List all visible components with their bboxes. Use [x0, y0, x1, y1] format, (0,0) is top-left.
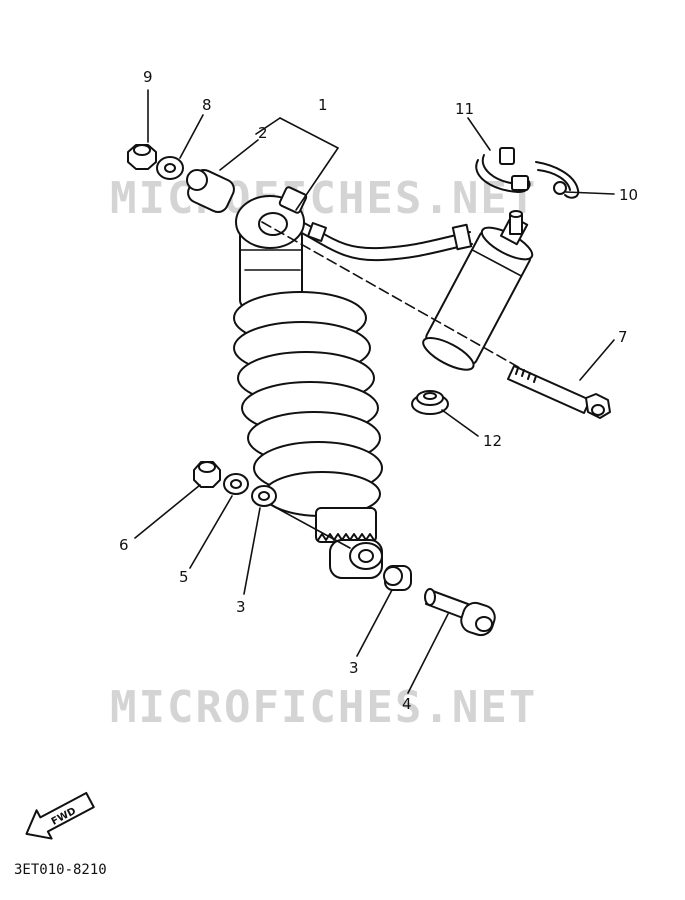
callout-2: 2: [258, 124, 268, 142]
part-11-hose-clamp: [475, 147, 531, 193]
part-3-collar-a: [251, 485, 277, 507]
assembly-guide-lines: [261, 221, 521, 549]
callout-3-left: 3: [236, 598, 246, 616]
callout-10: 10: [619, 186, 638, 204]
fwd-arrow-icon: FWD: [25, 791, 95, 840]
shock-absorber: [233, 186, 383, 579]
watermark-bottom: MICROFICHES.NET: [110, 682, 537, 733]
part-10-clamp: [535, 161, 580, 199]
callout-4: 4: [402, 695, 412, 713]
callout-1: 1: [318, 96, 328, 114]
drawing-code: 3ET010-8210: [14, 862, 107, 878]
callout-7: 7: [618, 328, 628, 346]
callout-6: 6: [119, 536, 129, 554]
callout-11: 11: [455, 100, 474, 118]
reservoir: [422, 210, 534, 371]
part-3-collar-b: [383, 565, 412, 591]
part-2-collar: [186, 169, 235, 213]
callout-numbers: 9 8 1 2 11 10 7 12 6 5 3 3 4: [119, 68, 638, 713]
callout-5: 5: [179, 568, 189, 586]
callout-9: 9: [143, 68, 153, 86]
coil-spring: [233, 291, 383, 517]
part-9-nut: [127, 144, 157, 170]
reservoir-hose: [297, 219, 473, 262]
part-12-grommet: [411, 390, 449, 415]
callout-8: 8: [202, 96, 212, 114]
callout-3-right: 3: [349, 659, 359, 677]
leader-lines: [134, 89, 615, 694]
part-7-bolt: [507, 365, 611, 419]
part-6-nut: [193, 461, 221, 488]
part-5-washer: [223, 473, 249, 495]
part-8-washer: [156, 156, 184, 180]
watermark-top: MICROFICHES.NET: [110, 173, 537, 224]
part-4-bolt: [424, 588, 496, 637]
callout-12: 12: [483, 432, 502, 450]
